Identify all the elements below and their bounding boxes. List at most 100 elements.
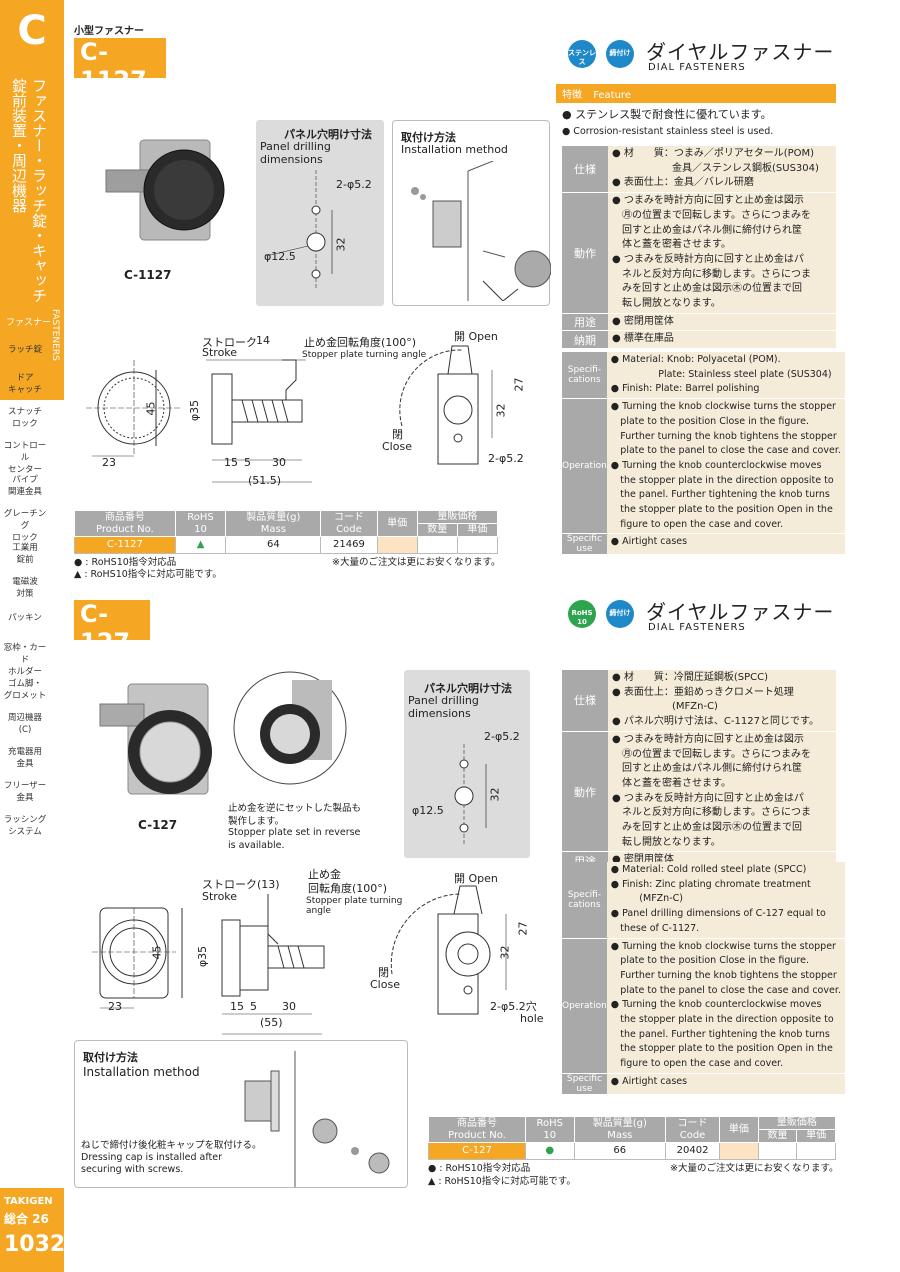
hole-dimension-rear-2: 2-φ5.2穴: [490, 1000, 537, 1013]
product-photo-c127: [99, 683, 212, 795]
spec-line: ● Airtight cases: [610, 536, 688, 548]
spec-line: the stopper plate in the direction oppos…: [610, 1014, 834, 1026]
pitch-dimension: 32: [334, 237, 348, 252]
center-hole-dimension: φ12.5: [264, 250, 296, 263]
spec-line: ● Turning the knob clockwise turns the s…: [610, 940, 836, 952]
feature-bar: 特徴 Feature: [556, 84, 836, 103]
side-index-item[interactable]: ラッチ錠: [7, 345, 42, 355]
side-index-item[interactable]: ラッシング システム: [3, 815, 47, 837]
spec-line: Further turning the knob tightens the st…: [610, 430, 837, 442]
spec-line: ● Turning the knob counterclockwise move…: [610, 999, 822, 1011]
side-category[interactable]: ファスナー FASTENERS: [0, 305, 64, 400]
spec-table-en-2: Specifi- cations● Material: Cold rolled …: [562, 862, 845, 1095]
side-index-item[interactable]: 充電器用 金具: [7, 747, 42, 769]
chapter-title-1: ファスナー・ラッチ錠・キャッチ: [30, 78, 48, 303]
spec-line: ● つまみを反時計方向に回すと止め金はパ: [612, 253, 804, 265]
spec-label: Specific use: [562, 1073, 607, 1095]
table-cell: [757, 1142, 798, 1160]
side-index-item[interactable]: スナッチ ロック: [7, 407, 42, 429]
spec-line: these of C-1127.: [610, 922, 700, 934]
spec-line: ● つまみを時計方向に回すと止め金は図示: [612, 195, 804, 207]
feature-label-en: Feature: [593, 90, 631, 101]
side-index-item[interactable]: 工業用 錠前: [12, 543, 38, 565]
spec-line: ● Turning the knob counterclockwise move…: [610, 459, 822, 471]
spec-line: ネルと反対方向に移動します。さらにつま: [612, 807, 811, 819]
table-cell: 20402: [664, 1142, 721, 1160]
spec-label: 納期: [562, 330, 608, 350]
spec-line: ● 表面仕上：亜鉛めっきクロメート処理: [612, 686, 794, 698]
close-label-jp: 閉: [392, 428, 403, 441]
table-cell: ▲: [174, 536, 227, 554]
table-header: 数量: [757, 1129, 798, 1143]
installation-title-en: Installation method: [401, 143, 508, 156]
spec-label: Specifi- cations: [562, 862, 607, 939]
dim-15-2: 15: [230, 1000, 244, 1013]
table-header: 単価: [456, 523, 499, 537]
side-index-item[interactable]: 窓枠・カード ホルダー: [3, 643, 47, 677]
panel-drilling-title: パネル穴明け寸法: [284, 128, 372, 141]
table-cell: 21469: [320, 536, 378, 554]
side-index-item[interactable]: ドア キャッチ: [7, 373, 42, 395]
table-cell: C-127: [428, 1142, 526, 1160]
product-title-jp: ダイヤルファスナー: [646, 40, 835, 64]
page-footer: TAKIGEN 総合 26 1032: [0, 1188, 65, 1272]
spec-line: (MFZn-C): [610, 893, 683, 905]
spec-label: 動作: [562, 731, 608, 853]
spec-table-jp: 仕様● 材 質：つまみ／ポリアセタール(POM) 金具／ステンレス鋼板(SUS3…: [562, 146, 836, 350]
spec-label: Operation: [562, 398, 607, 535]
side-index-item[interactable]: パッキン: [8, 613, 42, 623]
spec-table-en: Specifi- cations● Material: Knob: Polyac…: [562, 352, 845, 556]
spec-line: 金具／ステンレス鋼板(SUS304): [612, 162, 819, 174]
table-header: 製品質量(g) Mass: [225, 510, 322, 537]
spec-line: Plate: Stainless steel plate (SUS304): [610, 368, 832, 380]
turn-angle-en-2: Stopper plate turning angle: [306, 896, 403, 916]
side-index-item[interactable]: 電磁波 対策: [12, 577, 38, 599]
turn-angle-jp: 止め金回転角度(100°): [304, 336, 417, 349]
spec-line: the stopper plate to the position Open i…: [610, 1043, 833, 1055]
spec-line: 体と蓋を密着させます。: [612, 777, 731, 789]
table-cell: [456, 536, 499, 554]
spec-line: the stopper plate in the direction oppos…: [610, 474, 834, 486]
spec-table-jp-2: 仕様● 材 質：冷間圧延鋼板(SPCC)● 表面仕上：亜鉛めっきクロメート処理 …: [562, 670, 836, 888]
spec-line: the stopper plate to the position Open i…: [610, 504, 833, 516]
side-index-item[interactable]: パイプ 関連金具: [7, 475, 42, 497]
side-index-item[interactable]: グレーチング ロック: [3, 509, 47, 543]
spec-line: 回すと止め金はパネル側に締付けられ筐: [612, 763, 802, 775]
tighten-badge-icon-2: 締付け: [606, 600, 634, 628]
photo-label: C-1127: [124, 268, 172, 282]
product-photo-c127-reverse: [233, 671, 347, 785]
table-header: 単価: [376, 510, 418, 537]
side-index-item[interactable]: コントロール センター: [3, 441, 47, 475]
side-index-item[interactable]: ゴム脚・ グロメット: [3, 679, 47, 701]
side-category-en: FASTENERS: [50, 309, 60, 361]
install-note-en-2: securing with screws.: [81, 1164, 184, 1175]
panel-drilling-title-en-2: Panel drilling dimensions: [408, 694, 479, 720]
spec-line: figure to open the case and cover.: [610, 1058, 784, 1070]
tighten-badge-icon: 締付け: [606, 40, 634, 68]
pitch-dimension-2: 32: [488, 787, 502, 802]
rohs-legend-1-2: ● : RoHS10指令対応品: [428, 1163, 531, 1174]
side-index-item[interactable]: 周辺機器 (C): [7, 713, 42, 735]
spec-line: ● 材 質：つまみ／ポリアセタール(POM): [612, 148, 815, 159]
product-title-jp-2: ダイヤルファスナー: [646, 600, 835, 624]
dim-27: 27: [512, 377, 526, 392]
spec-line: ● 表面仕上：金具／バレル研磨: [612, 177, 754, 189]
installation-drawing-2: [244, 1051, 390, 1187]
photo-label-2: C-127: [138, 818, 178, 832]
spec-line: みを回すと止め金は図示㊍の位置まで回: [612, 283, 802, 295]
dimension-drawings-c127: [92, 885, 507, 1035]
spec-line: ● パネル穴明け寸法は、C-1127と同じです。: [612, 716, 819, 728]
table-cell: [796, 1142, 836, 1160]
installation-title: 取付け方法: [401, 131, 456, 144]
side-index: C ファスナー・ラッチ錠・キャッチ 錠前装置・周辺機器 ファスナー FASTEN…: [0, 0, 65, 1272]
spec-line: ● Material: Cold rolled steel plate (SPC…: [610, 864, 807, 875]
panel-drilling-title-en: Panel drilling dimensions: [260, 140, 331, 166]
dimension-drawings-c1127: [86, 345, 493, 483]
stroke-label-jp-2: ストローク(13): [202, 878, 280, 891]
spec-line: みを回すと止め金は図示㊍の位置まで回: [612, 822, 802, 834]
hole-dimension: 2-φ5.2: [336, 178, 372, 191]
table-cell: 64: [225, 536, 322, 554]
spec-line: ㊊の位置まで回転します。さらにつまみを: [612, 748, 811, 760]
side-index-item[interactable]: フリーザー 金具: [3, 781, 47, 803]
dim-width-2: 23: [108, 1000, 122, 1013]
